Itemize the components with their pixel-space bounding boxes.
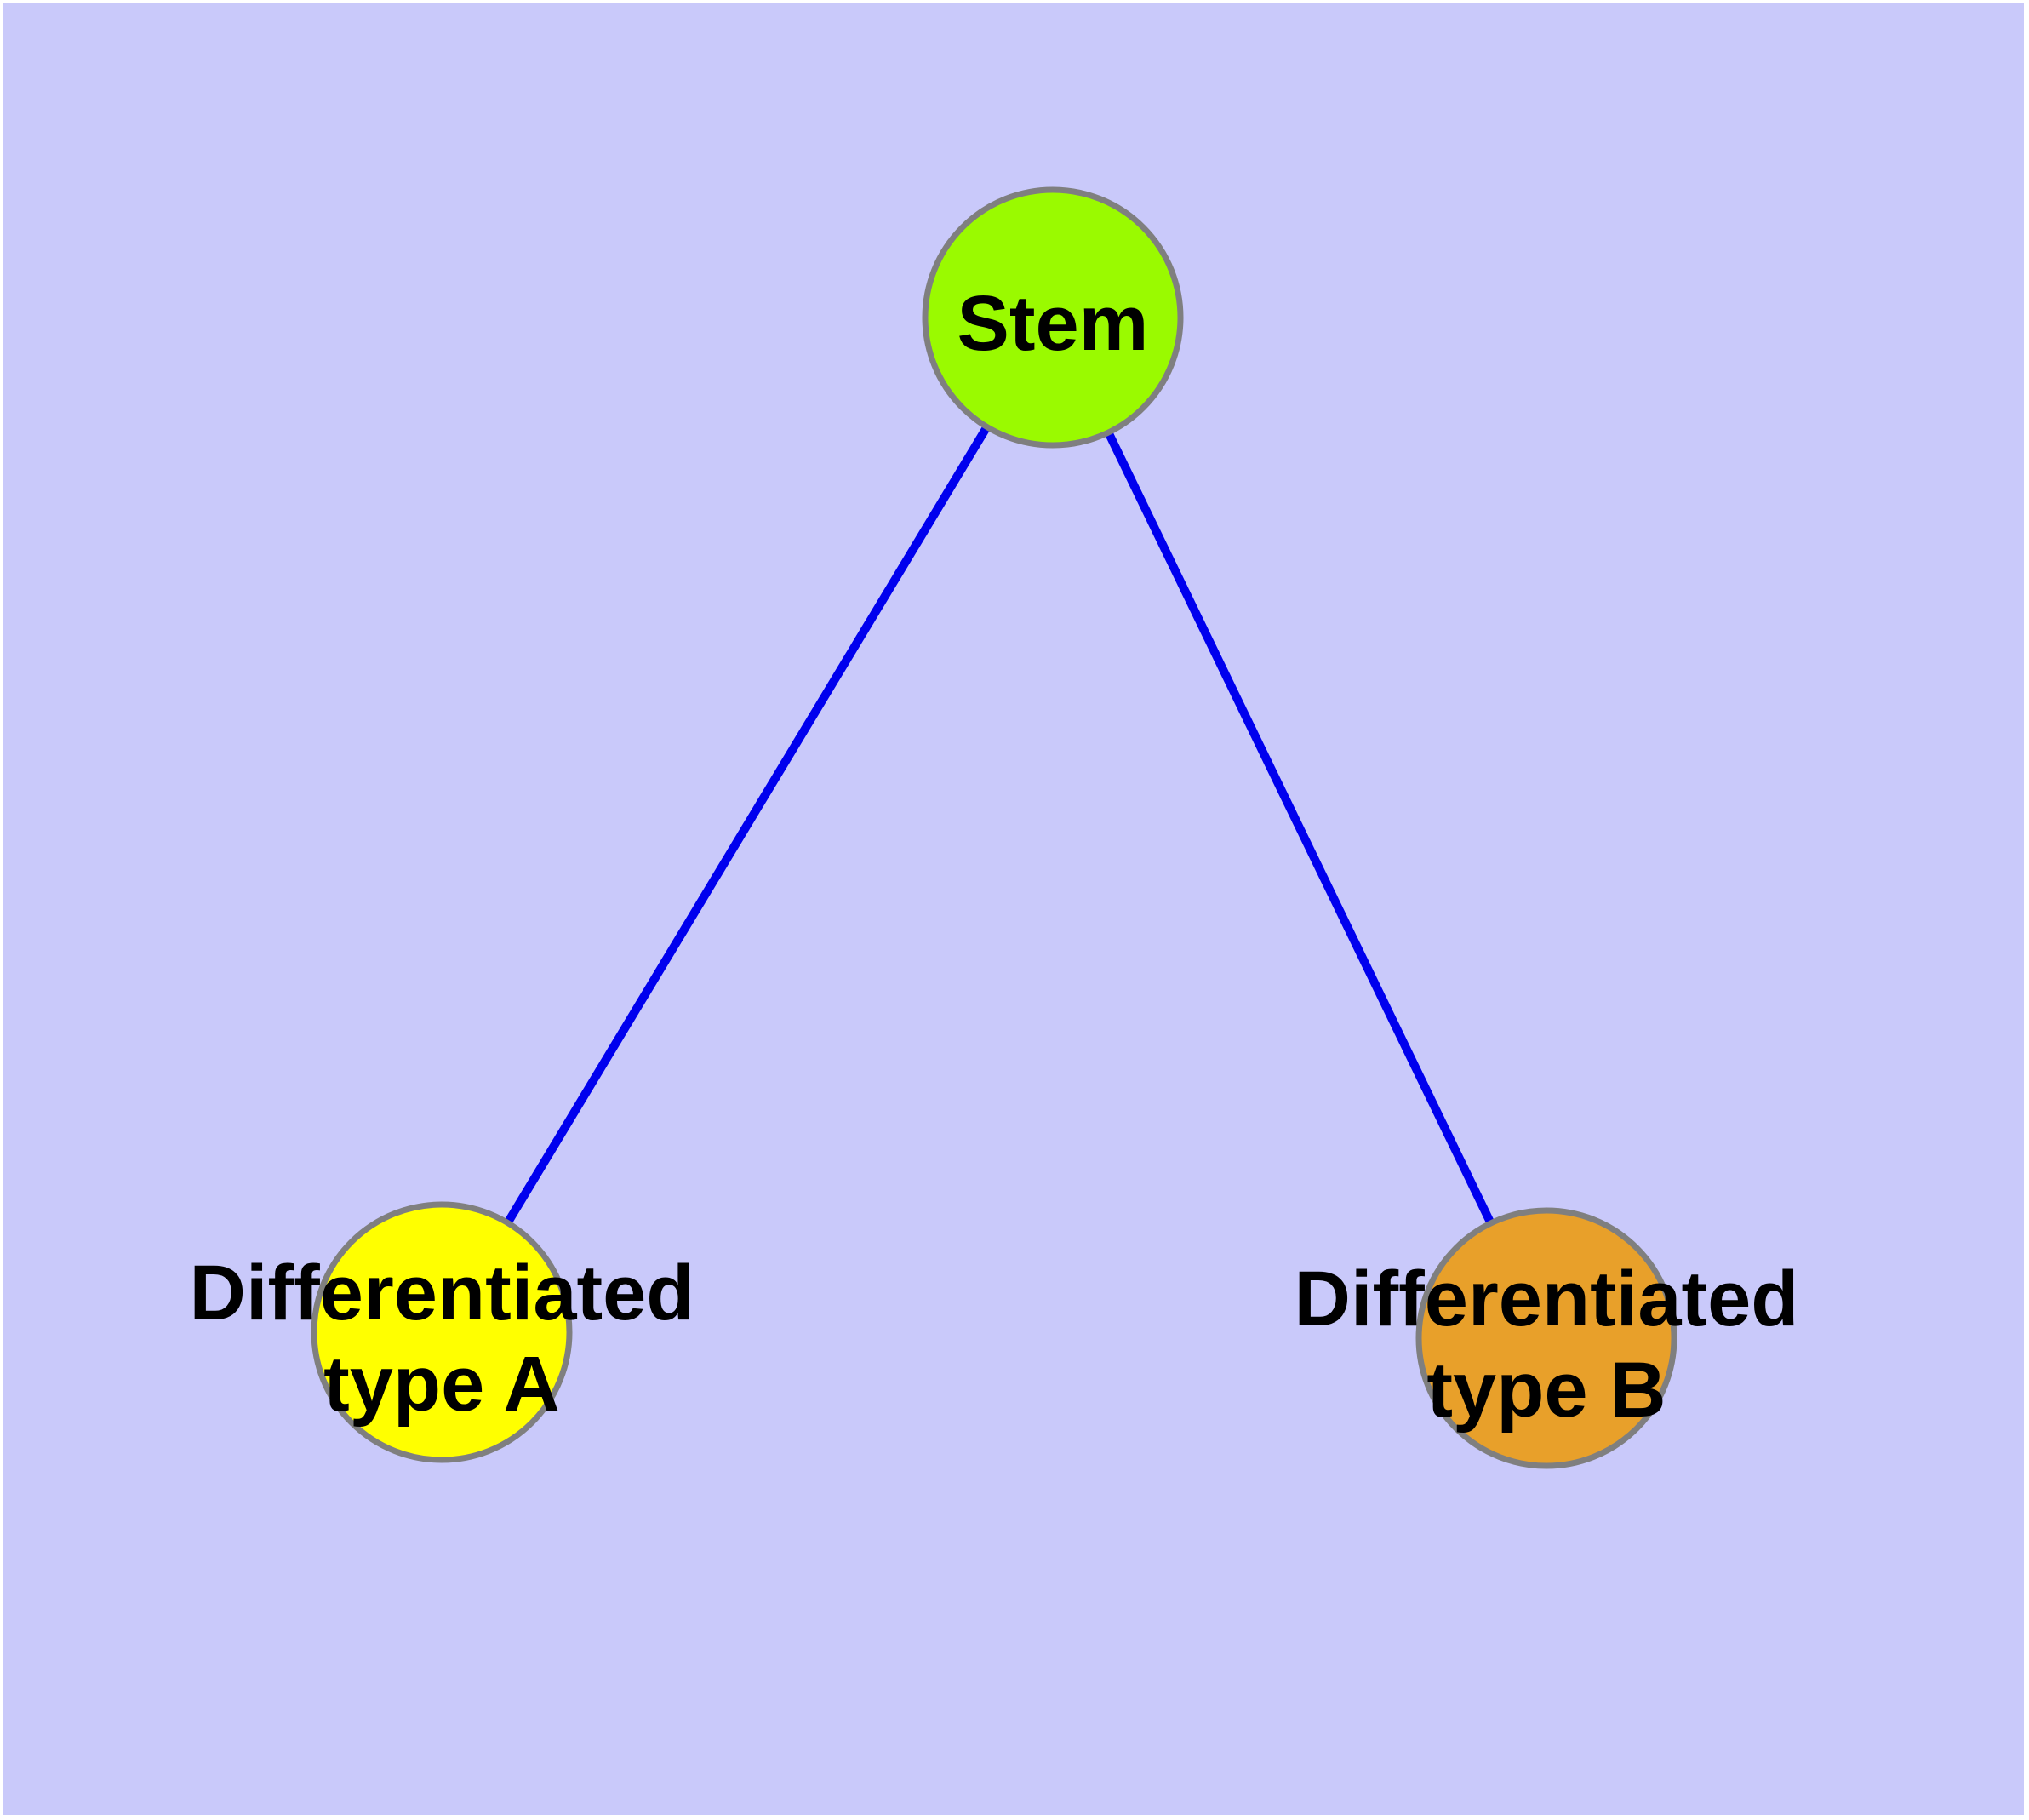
edge-stem-to-type-a [437, 315, 1057, 1335]
type-a-node [311, 1201, 573, 1463]
type-b-node [1415, 1207, 1677, 1469]
type-b-node-label-line2: type B [1426, 1347, 1666, 1434]
type-b-node-label-line1: Differentiated [1295, 1256, 1799, 1342]
stem-node-label: Stem [957, 280, 1149, 367]
edge-stem-to-type-b [1049, 315, 1551, 1341]
type-a-node-label-line1: Differentiated [190, 1250, 694, 1336]
stem-node [922, 186, 1184, 449]
type-a-node-label-line2: type A [323, 1341, 560, 1428]
